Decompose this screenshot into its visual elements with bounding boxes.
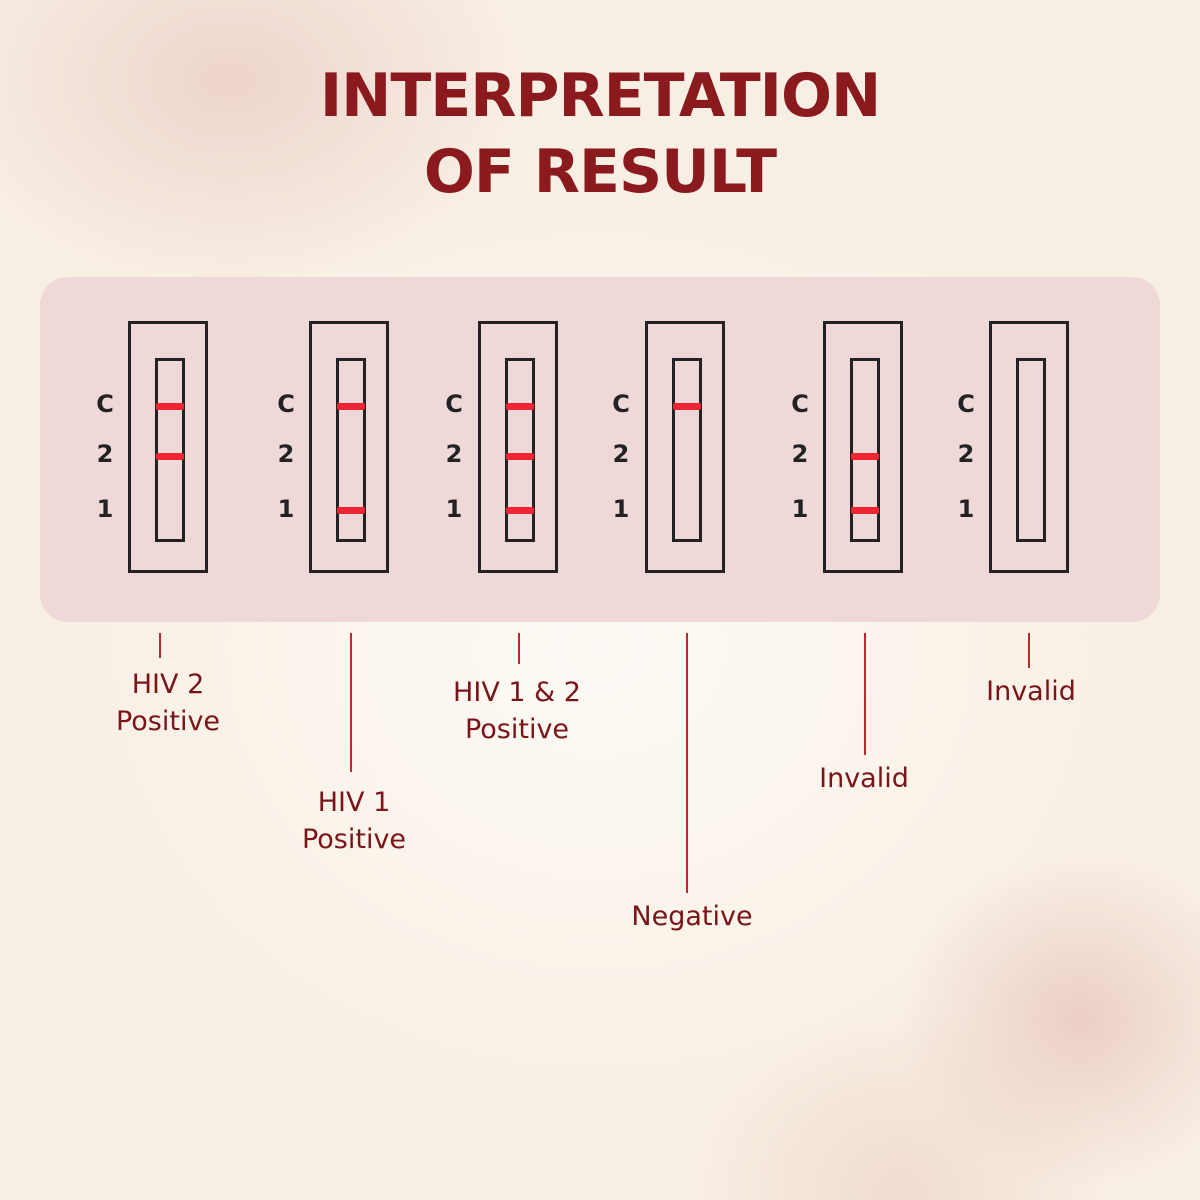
line-marker-1: 1 — [957, 495, 975, 523]
test-cassette — [645, 321, 725, 573]
line-marker-c: C — [957, 390, 975, 418]
line-marker-2: 2 — [957, 440, 975, 468]
leader-line — [518, 633, 520, 664]
test-cassette — [478, 321, 558, 573]
result-label: HIV 2 Positive — [48, 666, 288, 740]
band-2 — [851, 453, 879, 460]
line-marker-1: 1 — [791, 495, 809, 523]
line-marker-2: 2 — [791, 440, 809, 468]
result-window — [155, 358, 185, 542]
result-window — [336, 358, 366, 542]
line-marker-1: 1 — [96, 495, 114, 523]
test-cassette — [128, 321, 208, 573]
band-c — [156, 403, 184, 410]
test-cassette — [989, 321, 1069, 573]
title-line-2: OF RESULT — [423, 137, 777, 207]
result-label-line-2: Positive — [464, 714, 570, 745]
line-marker-c: C — [445, 390, 463, 418]
band-2 — [506, 453, 534, 460]
band-1 — [337, 507, 365, 514]
line-marker-c: C — [791, 390, 809, 418]
line-marker-1: 1 — [277, 495, 295, 523]
page-title: INTERPRETATION OF RESULT — [0, 58, 1200, 210]
title-line-1: INTERPRETATION — [319, 61, 881, 131]
leader-line — [686, 633, 688, 893]
result-label-line-1: Negative — [631, 901, 753, 932]
line-marker-2: 2 — [96, 440, 114, 468]
line-marker-1: 1 — [612, 495, 630, 523]
result-label-line-1: HIV 1 — [317, 787, 391, 818]
line-marker-2: 2 — [445, 440, 463, 468]
leader-line — [350, 633, 352, 772]
result-label-line-1: Invalid — [986, 676, 1076, 707]
band-c — [337, 403, 365, 410]
result-label-line-2: Positive — [115, 706, 221, 737]
result-window — [505, 358, 535, 542]
result-label: Invalid — [911, 673, 1151, 710]
result-label: Invalid — [744, 760, 984, 797]
result-label-line-2: Positive — [301, 824, 407, 855]
test-cassette — [823, 321, 903, 573]
band-1 — [851, 507, 879, 514]
result-window — [850, 358, 880, 542]
test-strip-panel — [40, 277, 1160, 622]
result-label-line-1: HIV 2 — [131, 669, 205, 700]
result-label: Negative — [572, 898, 812, 935]
line-marker-c: C — [612, 390, 630, 418]
result-label-line-1: HIV 1 & 2 — [453, 677, 581, 708]
band-c — [673, 403, 701, 410]
band-1 — [506, 507, 534, 514]
result-label: HIV 1 & 2 Positive — [397, 674, 637, 748]
leader-line — [1028, 633, 1030, 668]
line-marker-2: 2 — [612, 440, 630, 468]
line-marker-2: 2 — [277, 440, 295, 468]
result-window — [672, 358, 702, 542]
line-marker-1: 1 — [445, 495, 463, 523]
line-marker-c: C — [96, 390, 114, 418]
test-cassette — [309, 321, 389, 573]
band-2 — [156, 453, 184, 460]
line-marker-c: C — [277, 390, 295, 418]
result-label: HIV 1 Positive — [234, 784, 474, 858]
result-label-line-1: Invalid — [819, 763, 909, 794]
leader-line — [159, 633, 161, 658]
leader-line — [864, 633, 866, 755]
band-c — [506, 403, 534, 410]
result-window — [1016, 358, 1046, 542]
